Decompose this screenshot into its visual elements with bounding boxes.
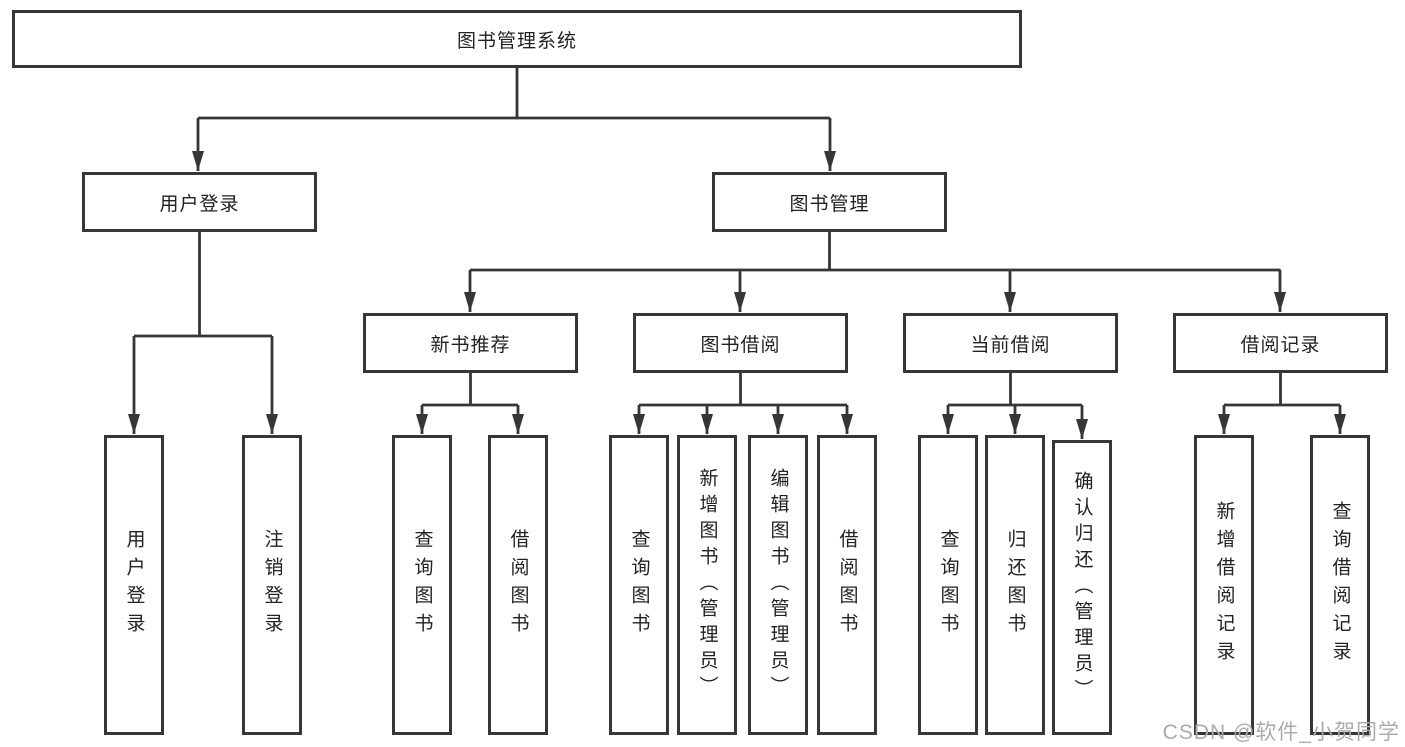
node-borrow-books-recommend: 借阅图书: [488, 435, 548, 735]
node-edit-books-admin: 编辑图书（管理员）: [748, 435, 808, 735]
node-query-books-borrowing: 查询图书: [609, 435, 669, 735]
node-new-book-recommend: 新书推荐: [363, 313, 578, 373]
node-return-books: 归还图书: [985, 435, 1045, 735]
node-borrow-books: 借阅图书: [817, 435, 877, 735]
node-add-borrow-record: 新增借阅记录: [1194, 435, 1254, 735]
node-query-borrow-record: 查询借阅记录: [1310, 435, 1370, 735]
csdn-watermark: CSDN @软件_小贺同学: [1162, 721, 1400, 744]
node-logout: 注销登录: [242, 435, 302, 735]
node-current-borrowing: 当前借阅: [903, 313, 1118, 373]
node-query-books-current: 查询图书: [918, 435, 978, 735]
node-book-management: 图书管理: [712, 172, 947, 232]
node-add-books-admin: 新增图书（管理员）: [677, 435, 737, 735]
node-query-books-recommend: 查询图书: [392, 435, 452, 735]
node-user-login-leaf: 用户登录: [104, 435, 164, 735]
node-library-management-system: 图书管理系统: [12, 10, 1022, 68]
node-confirm-return-admin: 确认归还（管理员）: [1052, 440, 1112, 735]
node-book-borrowing: 图书借阅: [633, 313, 848, 373]
node-borrowing-records: 借阅记录: [1173, 313, 1388, 373]
node-user-login: 用户登录: [82, 172, 317, 232]
